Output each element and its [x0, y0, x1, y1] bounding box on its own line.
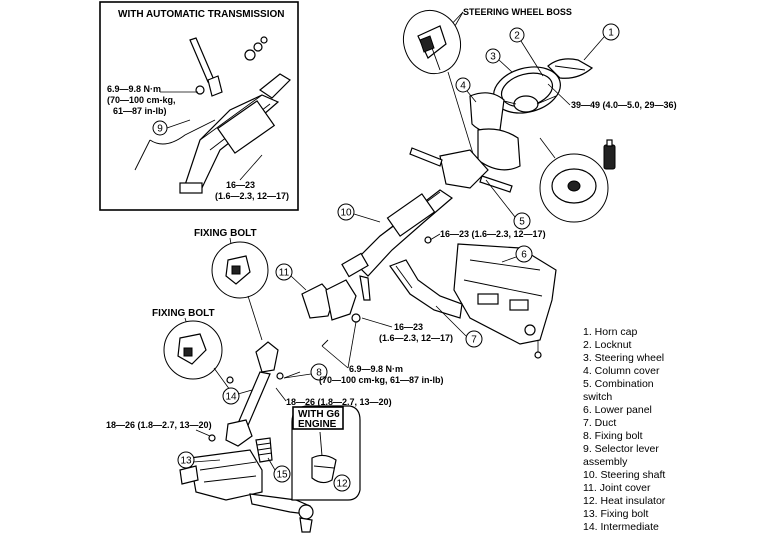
- joint-cover: [301, 279, 361, 323]
- callout-9: 9: [157, 124, 163, 135]
- legend-item: switch: [583, 391, 612, 403]
- torque-bolt: 18—26 (1.8—2.7, 13—20): [286, 397, 392, 407]
- legend-item: 5. Combination: [583, 378, 654, 390]
- torque-joint-1: 16—23: [394, 322, 423, 332]
- callout-10: 10: [340, 208, 352, 219]
- inset-torque-upper-3: 61—87 in-lb): [113, 106, 167, 116]
- callout-6: 6: [521, 250, 527, 261]
- inset-torque-lower-2: (1.6—2.3, 12—17): [215, 191, 289, 201]
- callout-5: 5: [519, 217, 525, 228]
- steering-gear: [179, 449, 314, 533]
- callout-7: 7: [471, 335, 477, 346]
- fixing-bolt-lower-detail: FIXING BOLT: [152, 308, 231, 391]
- legend-item: 6. Lower panel: [583, 404, 652, 416]
- callout-12: 12: [336, 479, 348, 490]
- callout-3: 3: [490, 52, 496, 63]
- legend-item: 4. Column cover: [583, 365, 660, 377]
- dust-boot: [255, 437, 273, 463]
- callout-1: 1: [608, 28, 614, 39]
- inset-torque-lower-1: 16—23: [226, 180, 255, 190]
- inset-torque-upper-1: 6.9—9.8 N·m: [107, 84, 161, 94]
- steering-wheel-boss-detail: STEERING WHEEL BOSS: [403, 7, 572, 171]
- legend-item: 7. Duct: [583, 417, 616, 429]
- inset-title: WITH AUTOMATIC TRANSMISSION: [118, 9, 284, 20]
- callout-4: 4: [460, 81, 466, 92]
- legend-item: 9. Selector lever: [583, 443, 659, 455]
- intermediate-shaft: [225, 341, 301, 447]
- steering-shaft: [341, 189, 453, 301]
- steering-wheel-assembly: [409, 58, 616, 223]
- callout-11: 11: [279, 268, 290, 279]
- torque-fix-2: (70—100 cm-kg, 61—87 in-lb): [319, 375, 444, 385]
- fixing-bolt-upper-detail: FIXING BOLT: [194, 228, 269, 341]
- torque-lower-left: 18—26 (1.8—2.7, 13—20): [106, 420, 212, 430]
- fixing-bolt-lower-label: FIXING BOLT: [152, 308, 215, 319]
- callout-15: 15: [276, 470, 288, 481]
- legend-item: 14. Intermediate: [583, 521, 659, 533]
- parts-legend: 1. Horn cap 2. Locknut 3. Steering wheel…: [583, 326, 666, 533]
- legend-item: 3. Steering wheel: [583, 352, 664, 364]
- legend-item: 10. Steering shaft: [583, 469, 665, 481]
- torque-joint-2: (1.6—2.3, 12—17): [379, 333, 453, 343]
- fixing-bolt-upper-label: FIXING BOLT: [194, 228, 257, 239]
- inset-column: [179, 36, 291, 194]
- legend-item: 12. Heat insulator: [583, 495, 666, 507]
- callout-14: 14: [225, 392, 237, 403]
- torque-fix-1: 6.9—9.8 N·m: [349, 364, 403, 374]
- legend-item: 2. Locknut: [583, 339, 632, 351]
- lower-panel: [453, 243, 557, 359]
- callout-8: 8: [316, 368, 322, 379]
- legend-item: 8. Fixing bolt: [583, 430, 643, 442]
- legend-item: 13. Fixing bolt: [583, 508, 648, 520]
- g6-box-line-1: WITH G6: [298, 409, 340, 420]
- legend-item: assembly: [583, 456, 628, 468]
- callout-13: 13: [180, 456, 192, 467]
- inset-selector-lever: [134, 37, 223, 171]
- inset-torque-upper-2: (70—100 cm-kg,: [107, 95, 176, 105]
- g6-box-line-2: ENGINE: [298, 419, 337, 430]
- steering-wheel-boss-label: STEERING WHEEL BOSS: [463, 7, 572, 17]
- legend-item: 11. Joint cover: [583, 482, 651, 494]
- duct: [389, 259, 463, 319]
- torque-column: 16—23 (1.6—2.3, 12—17): [440, 229, 546, 239]
- automatic-transmission-inset: WITH AUTOMATIC TRANSMISSION 6.9—9.8 N·m …: [99, 1, 299, 211]
- callout-2: 2: [514, 31, 520, 42]
- torque-steering-wheel: 39—49 (4.0—5.0, 29—36): [571, 100, 677, 110]
- legend-item: 1. Horn cap: [583, 326, 637, 338]
